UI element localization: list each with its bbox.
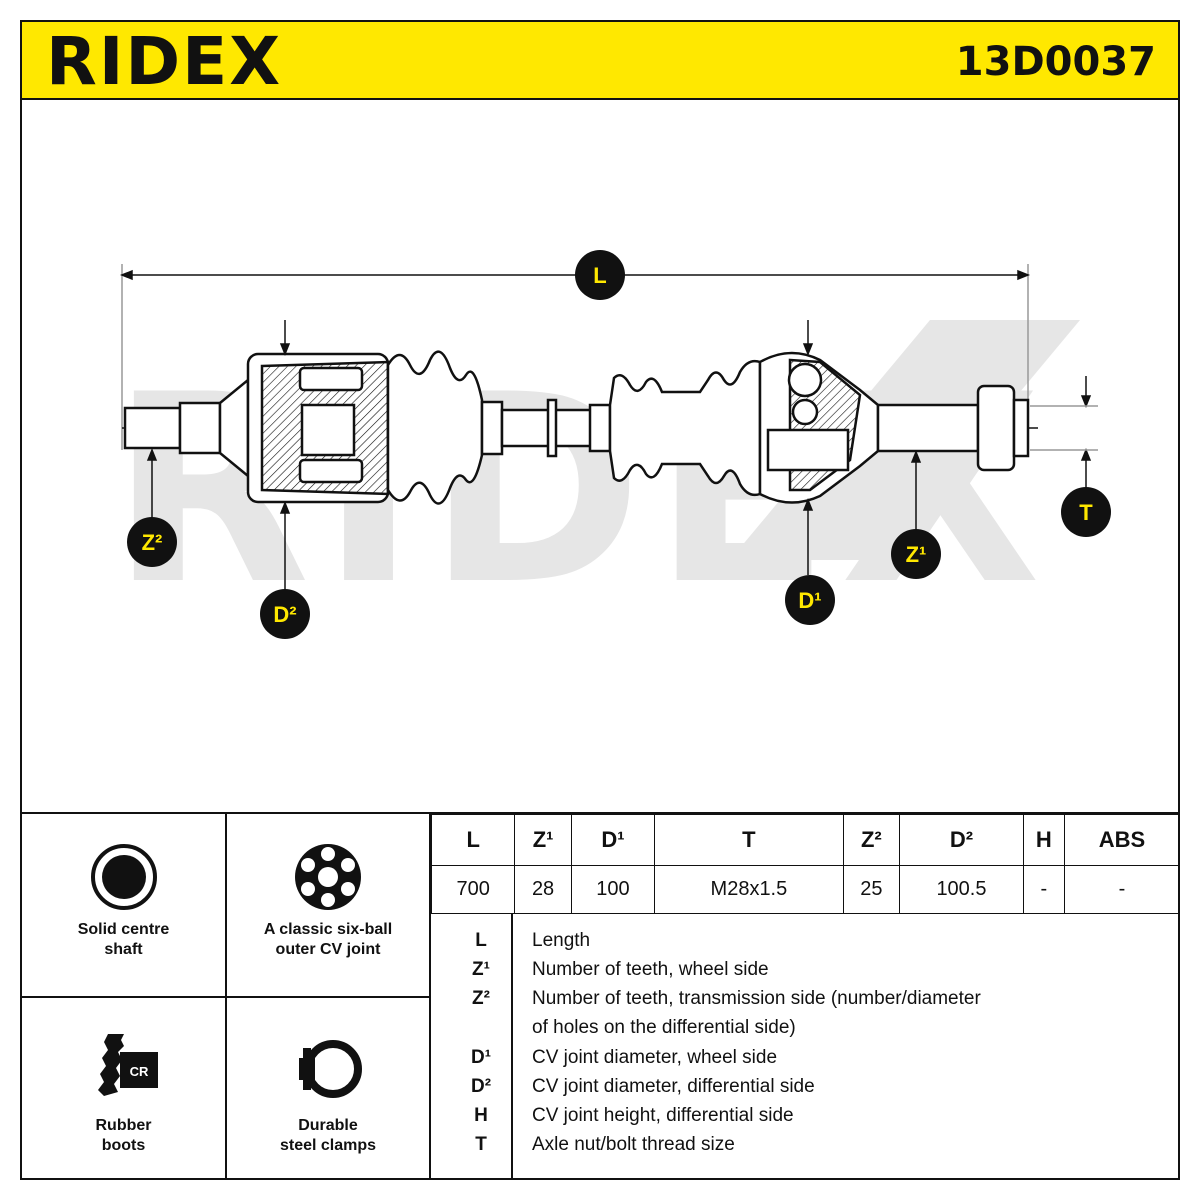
legend-desc: CV joint diameter, wheel side <box>532 1047 778 1068</box>
legend-key: D¹ <box>470 1047 492 1068</box>
brand-logo: RIDEX <box>46 23 283 100</box>
six-ball-joint-icon <box>295 844 361 910</box>
spec-header-row: L Z¹ D¹ T Z² D² H ABS <box>430 814 1181 866</box>
badge-Z2-text: Z² <box>142 530 163 555</box>
feature-label: Durable <box>298 1117 358 1134</box>
legend-row: D¹ CV joint diameter, wheel side <box>431 1047 1180 1076</box>
legend-desc: of holes on the differential side) <box>532 1017 796 1038</box>
spec-value-row: 700 28 100 M28x1.5 25 100.5 - - <box>430 864 1181 914</box>
spec-header: L <box>430 814 516 866</box>
driveshaft-diagram: RIDEX <box>110 250 1111 642</box>
spec-header: Z¹ <box>514 814 572 866</box>
feature-rubber-boots: CR Rubber boots <box>22 998 225 1180</box>
feature-label: A classic six-ball <box>263 921 393 938</box>
badge-D2: D² <box>260 589 310 639</box>
badge-T-text: T <box>1079 500 1093 525</box>
spec-header: T <box>654 814 844 866</box>
badge-D1: D¹ <box>785 575 835 625</box>
shaft-drawing <box>123 350 1030 505</box>
feature-label: shaft <box>104 941 143 958</box>
spec-value: 100 <box>570 864 656 914</box>
legend-key: D² <box>470 1076 492 1097</box>
feature-label: Solid centre <box>77 921 170 938</box>
legend-key: Z² <box>472 988 490 1009</box>
feature-six-ball-cv-joint: A classic six-ball outer CV joint <box>227 816 429 996</box>
cr-boot-icon: CR <box>98 1034 158 1096</box>
legend-row: D² CV joint diameter, differential side <box>431 1076 1180 1105</box>
legend: L Length Z¹ Number of teeth, wheel side Z²… <box>431 914 1180 1180</box>
legend-row: Z² Number of teeth, transmission side (nu… <box>431 988 1180 1017</box>
badge-L: L <box>575 250 625 300</box>
spec-value: 700 <box>430 864 516 914</box>
legend-key: T <box>475 1134 487 1155</box>
spec-header: D² <box>899 814 1024 866</box>
feature-steel-clamps: Durable steel clamps <box>227 998 429 1180</box>
leaders <box>146 320 1098 590</box>
grid-line <box>20 996 430 998</box>
spec-header: H <box>1022 814 1065 866</box>
part-number: 13D0037 <box>955 39 1156 85</box>
legend-key: H <box>474 1105 488 1126</box>
badge-T: T <box>1061 487 1111 537</box>
legend-key: L <box>475 930 487 951</box>
legend-desc: CV joint height, differential side <box>532 1105 794 1126</box>
badge-Z1-text: Z¹ <box>906 542 927 567</box>
cr-badge-text: CR <box>130 1064 149 1079</box>
clamp-icon <box>299 1040 362 1098</box>
grid-line <box>429 814 431 1180</box>
spec-table: L Z¹ D¹ T Z² D² H ABS 700 28 100 M28x1.5… <box>430 814 1181 914</box>
feature-solid-centre-shaft: Solid centre shaft <box>22 816 225 996</box>
legend-row: of holes on the differential side) <box>431 1017 1180 1046</box>
spec-header: D¹ <box>570 814 656 866</box>
spec-value: 100.5 <box>899 864 1024 914</box>
legend-row: L Length <box>431 930 1180 959</box>
badge-L-text: L <box>593 263 606 288</box>
solid-circle-icon <box>91 844 157 910</box>
legend-desc: Number of teeth, wheel side <box>532 959 769 980</box>
section-divider <box>20 812 1180 814</box>
spec-value: - <box>1022 864 1065 914</box>
badge-D1-text: D¹ <box>798 588 821 613</box>
legend-row: Z¹ Number of teeth, wheel side <box>431 959 1180 988</box>
spec-value: - <box>1063 864 1181 914</box>
badge-Z1: Z¹ <box>891 529 941 579</box>
legend-desc: Length <box>532 930 591 951</box>
feature-label: outer CV joint <box>275 941 381 958</box>
feature-label: Rubber <box>95 1117 152 1134</box>
spec-value: 25 <box>842 864 901 914</box>
header-bar: RIDEX 13D0037 <box>20 20 1180 100</box>
legend-desc: Axle nut/bolt thread size <box>532 1134 735 1155</box>
legend-desc: CV joint diameter, differential side <box>532 1076 815 1097</box>
feature-label: steel clamps <box>279 1137 377 1154</box>
legend-desc: Number of teeth, transmission side (numb… <box>532 988 981 1009</box>
legend-row: T Axle nut/bolt thread size <box>431 1134 1180 1163</box>
spec-header: Z² <box>842 814 901 866</box>
badge-D2-text: D² <box>273 602 296 627</box>
legend-row: H CV joint height, differential side <box>431 1105 1180 1134</box>
legend-key: Z¹ <box>472 959 490 980</box>
spec-value: M28x1.5 <box>654 864 844 914</box>
spec-header: ABS <box>1063 814 1181 866</box>
legend-divider <box>511 914 513 1180</box>
spec-value: 28 <box>514 864 572 914</box>
feature-label: boots <box>101 1137 146 1154</box>
badge-Z2: Z² <box>127 517 177 567</box>
